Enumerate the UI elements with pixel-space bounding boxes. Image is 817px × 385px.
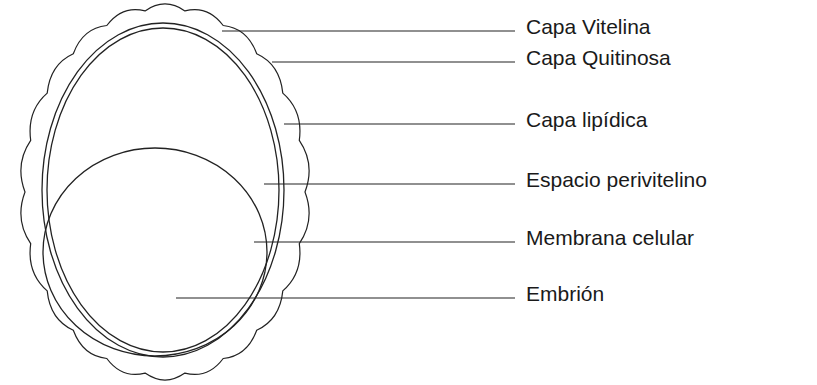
part-label: Capa Vitelina <box>524 14 653 40</box>
leader-line <box>254 241 515 242</box>
part-label: Capa lipídica <box>524 107 649 133</box>
vitelline-layer-outline <box>21 4 309 380</box>
part-label: Espacio perivitelino <box>524 167 709 193</box>
leader-lines <box>176 31 515 298</box>
leader-line <box>284 123 515 124</box>
leader-line <box>222 30 515 31</box>
embryo-outline <box>43 148 267 356</box>
part-label: Capa Quitinosa <box>524 45 673 71</box>
leader-line <box>176 297 515 298</box>
chitin-layer-outline <box>42 23 284 357</box>
leader-line <box>272 61 515 62</box>
leader-line <box>264 183 515 184</box>
part-label: Membrana celular <box>524 225 696 251</box>
part-label: Embrión <box>524 281 606 307</box>
